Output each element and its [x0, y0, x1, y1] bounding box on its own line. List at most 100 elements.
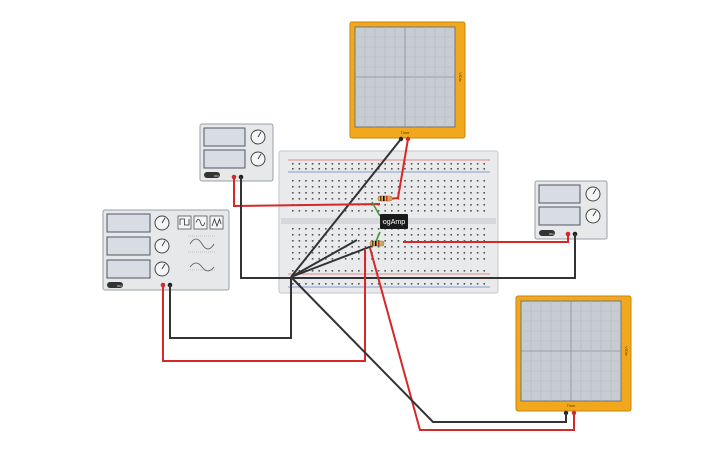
breadboard-hole[interactable]: [364, 186, 367, 188]
breadboard-hole[interactable]: [311, 270, 314, 272]
breadboard-hole[interactable]: [292, 168, 294, 170]
breadboard-hole[interactable]: [344, 283, 347, 285]
breadboard-hole[interactable]: [443, 198, 446, 200]
resistor-bottom[interactable]: [369, 240, 385, 247]
breadboard-hole[interactable]: [450, 240, 452, 242]
breadboard-hole[interactable]: [292, 210, 294, 212]
breadboard-hole[interactable]: [364, 240, 367, 242]
breadboard-hole[interactable]: [483, 192, 485, 194]
breadboard-hole[interactable]: [430, 198, 433, 200]
breadboard-hole[interactable]: [292, 252, 294, 254]
breadboard-hole[interactable]: [331, 198, 334, 200]
breadboard-hole[interactable]: [424, 258, 426, 260]
breadboard-hole[interactable]: [325, 210, 327, 212]
breadboard-hole[interactable]: [292, 283, 294, 285]
breadboard-hole[interactable]: [483, 168, 485, 170]
breadboard-hole[interactable]: [417, 228, 419, 230]
breadboard-hole[interactable]: [311, 228, 314, 230]
breadboard-hole[interactable]: [318, 252, 320, 254]
breadboard-hole[interactable]: [358, 168, 360, 170]
breadboard-hole[interactable]: [384, 186, 386, 188]
breadboard-hole[interactable]: [391, 163, 393, 165]
breadboard-hole[interactable]: [404, 270, 406, 272]
breadboard-hole[interactable]: [384, 204, 386, 206]
breadboard-hole[interactable]: [424, 168, 426, 170]
breadboard-hole[interactable]: [298, 180, 301, 182]
breadboard-hole[interactable]: [424, 163, 426, 165]
breadboard-hole[interactable]: [450, 180, 452, 182]
breadboard-hole[interactable]: [437, 234, 439, 236]
breadboard-hole[interactable]: [351, 228, 353, 230]
breadboard-hole[interactable]: [424, 210, 426, 212]
breadboard-hole[interactable]: [377, 270, 380, 272]
breadboard-hole[interactable]: [351, 163, 353, 165]
breadboard-hole[interactable]: [292, 258, 294, 260]
breadboard-hole[interactable]: [417, 240, 419, 242]
breadboard-hole[interactable]: [351, 210, 353, 212]
breadboard-hole[interactable]: [410, 234, 413, 236]
breadboard-hole[interactable]: [424, 192, 426, 194]
breadboard-hole[interactable]: [358, 234, 360, 236]
breadboard-hole[interactable]: [371, 234, 373, 236]
breadboard-hole[interactable]: [298, 234, 301, 236]
breadboard-hole[interactable]: [318, 228, 320, 230]
breadboard-hole[interactable]: [417, 198, 419, 200]
breadboard-hole[interactable]: [377, 283, 380, 285]
breadboard-hole[interactable]: [338, 192, 340, 194]
oscilloscope-bottom[interactable]: Time V/Div: [515, 295, 632, 416]
breadboard-hole[interactable]: [430, 204, 433, 206]
breadboard-hole[interactable]: [443, 283, 446, 285]
breadboard-hole[interactable]: [331, 270, 334, 272]
breadboard-hole[interactable]: [318, 163, 320, 165]
breadboard-hole[interactable]: [463, 234, 466, 236]
breadboard-hole[interactable]: [325, 168, 327, 170]
breadboard-hole[interactable]: [397, 180, 400, 182]
breadboard-hole[interactable]: [437, 283, 439, 285]
breadboard-hole[interactable]: [450, 246, 452, 248]
breadboard-hole[interactable]: [371, 283, 373, 285]
breadboard-hole[interactable]: [391, 210, 393, 212]
breadboard-hole[interactable]: [430, 186, 433, 188]
breadboard-hole[interactable]: [377, 168, 380, 170]
breadboard-hole[interactable]: [331, 192, 334, 194]
psu-left-power-switch[interactable]: [204, 172, 220, 178]
breadboard-hole[interactable]: [483, 163, 485, 165]
breadboard-hole[interactable]: [410, 228, 413, 230]
breadboard-hole[interactable]: [410, 283, 413, 285]
breadboard-hole[interactable]: [410, 240, 413, 242]
breadboard-hole[interactable]: [476, 180, 479, 182]
breadboard-hole[interactable]: [391, 234, 393, 236]
breadboard-hole[interactable]: [483, 240, 485, 242]
breadboard-hole[interactable]: [443, 204, 446, 206]
breadboard-hole[interactable]: [331, 186, 334, 188]
breadboard-hole[interactable]: [457, 283, 459, 285]
breadboard-hole[interactable]: [457, 198, 459, 200]
breadboard-hole[interactable]: [338, 210, 340, 212]
breadboard-hole[interactable]: [430, 228, 433, 230]
breadboard-hole[interactable]: [437, 180, 439, 182]
breadboard-hole[interactable]: [311, 246, 314, 248]
breadboard-hole[interactable]: [338, 180, 340, 182]
breadboard-hole[interactable]: [377, 192, 380, 194]
breadboard-hole[interactable]: [391, 258, 393, 260]
breadboard-hole[interactable]: [437, 163, 439, 165]
breadboard-hole[interactable]: [371, 168, 373, 170]
breadboard-hole[interactable]: [305, 168, 307, 170]
breadboard-hole[interactable]: [470, 246, 472, 248]
breadboard-hole[interactable]: [358, 210, 360, 212]
breadboard-hole[interactable]: [483, 204, 485, 206]
breadboard-hole[interactable]: [450, 252, 452, 254]
breadboard-hole[interactable]: [344, 252, 347, 254]
breadboard-hole[interactable]: [331, 258, 334, 260]
breadboard-hole[interactable]: [404, 186, 406, 188]
breadboard-hole[interactable]: [476, 270, 479, 272]
breadboard-hole[interactable]: [371, 270, 373, 272]
breadboard-hole[interactable]: [377, 228, 380, 230]
breadboard-hole[interactable]: [470, 168, 472, 170]
breadboard-hole[interactable]: [483, 198, 485, 200]
breadboard-hole[interactable]: [430, 270, 433, 272]
breadboard-hole[interactable]: [311, 283, 314, 285]
breadboard-hole[interactable]: [344, 186, 347, 188]
breadboard-hole[interactable]: [410, 168, 413, 170]
breadboard-hole[interactable]: [410, 204, 413, 206]
